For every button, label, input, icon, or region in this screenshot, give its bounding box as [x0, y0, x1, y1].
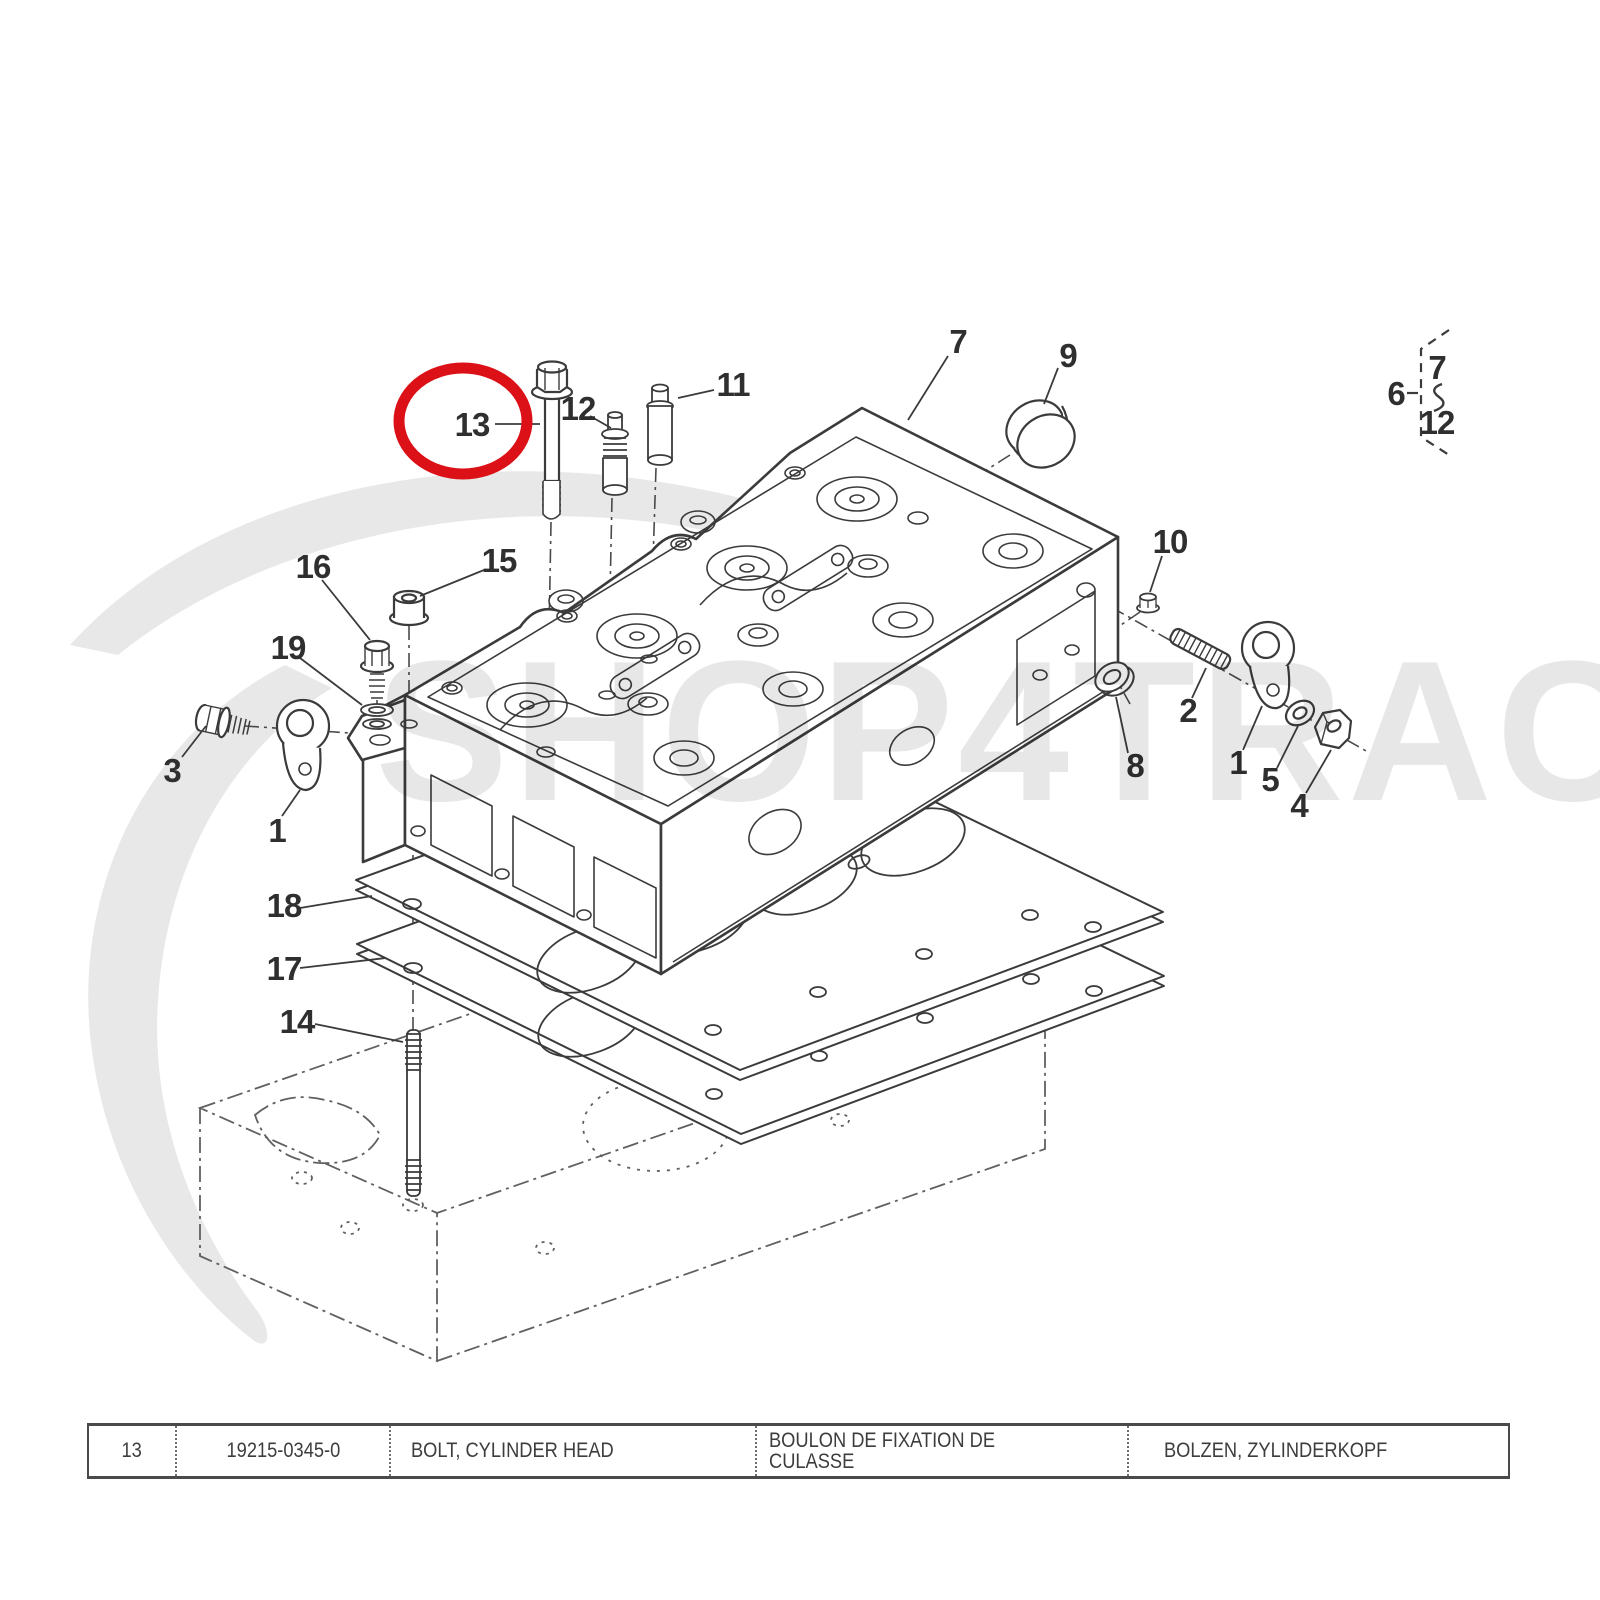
callout-5: 5 — [1261, 761, 1279, 798]
callout-3: 3 — [163, 752, 181, 789]
part-bolt-13 — [530, 360, 574, 520]
bracket-range-top: 7 — [1428, 349, 1445, 386]
part-hanger-1-left — [275, 698, 331, 792]
callout-9: 9 — [1059, 337, 1077, 374]
callout-15: 15 — [482, 542, 517, 579]
bracket-range-bottom: 12 — [1420, 404, 1455, 441]
part-seal-8 — [1094, 661, 1135, 697]
part-flange-nut-15 — [388, 589, 430, 627]
callout-8: 8 — [1126, 747, 1144, 784]
callout-10: 10 — [1153, 523, 1188, 560]
part-plug-10 — [1136, 592, 1160, 614]
table-cell-desc-de: BOLZEN, ZYLINDERKOPF — [1127, 1426, 1508, 1476]
leader-lines — [181, 355, 1332, 1043]
table-cell-desc-fr: BOULON DE FIXATION DE CULASSE — [755, 1426, 1127, 1476]
part-flange-bolt-16 — [359, 639, 395, 699]
parts-table: 13 19215-0345-0 BOLT, CYLINDER HEAD BOUL… — [87, 1423, 1510, 1479]
part-guide-11 — [646, 383, 674, 466]
part-washer-5 — [1284, 699, 1316, 727]
part-washers-19 — [360, 703, 394, 730]
callout-13: 13 — [455, 406, 490, 443]
part-guide-12 — [601, 411, 629, 496]
table-cell-ref: 13 — [121, 1439, 143, 1462]
callout-14: 14 — [280, 1003, 316, 1040]
callout-16: 16 — [296, 548, 331, 585]
hardware-parts — [194, 360, 1353, 1197]
callout-19: 19 — [271, 629, 306, 666]
cylinder-head-body — [346, 406, 1120, 976]
callout-7: 7 — [949, 323, 966, 360]
table-cell-part-number: 19215-0345-0 — [174, 1426, 389, 1476]
callout-17: 17 — [267, 950, 302, 987]
callout-18: 18 — [267, 887, 302, 924]
callout-12: 12 — [561, 390, 596, 427]
red-highlight-ellipse — [393, 362, 533, 480]
callout-1-right: 1 — [1229, 744, 1247, 781]
bracket-label-6: 6 — [1387, 375, 1405, 412]
table-cell-desc-en: BOLT, CYLINDER HEAD — [389, 1426, 755, 1476]
callout-2: 2 — [1179, 692, 1197, 729]
callout-11: 11 — [717, 366, 751, 403]
part-stud-14 — [405, 1029, 422, 1197]
part-nut-4 — [1313, 708, 1353, 750]
callout-1-left: 1 — [268, 812, 286, 849]
assembly-bracket-6: 6 7 12 — [1387, 329, 1456, 456]
callout-4: 4 — [1290, 787, 1309, 824]
bracket-thru-squiggle — [1433, 382, 1445, 413]
part-hanger-1-right — [1240, 620, 1296, 710]
part-bolt-3 — [194, 703, 251, 739]
part-stud-2 — [1169, 627, 1232, 671]
watermark-text: SHOP4TRAC — [375, 620, 1600, 843]
part-cap-9 — [1005, 399, 1076, 469]
